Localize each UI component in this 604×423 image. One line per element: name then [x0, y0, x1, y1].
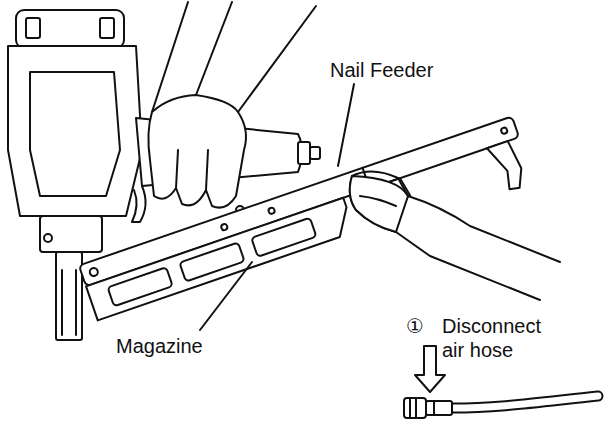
magazine-cutout	[108, 267, 173, 306]
callout-number: ①	[406, 314, 436, 338]
part-label: Nail Feeder	[330, 58, 490, 82]
trigger	[132, 186, 146, 222]
leader-line	[338, 84, 354, 166]
top-cap	[16, 10, 124, 48]
magazine-cutout	[179, 242, 244, 281]
coupler-ridge	[415, 398, 417, 418]
part-label: Magazine	[116, 334, 256, 358]
magazine-screw	[89, 267, 99, 277]
magazine-hole	[500, 127, 508, 135]
arm-outline	[196, 2, 232, 95]
hand	[350, 171, 560, 300]
nose-screw	[44, 234, 52, 242]
hose-coupler	[426, 401, 452, 415]
magazine-hole	[268, 207, 276, 215]
nose-detail	[61, 270, 63, 335]
magazine-cutout	[251, 218, 316, 257]
gun-body	[8, 46, 142, 216]
magazine-end-hook	[487, 140, 527, 194]
magazine-rail	[79, 116, 519, 286]
hose-coupler	[404, 398, 426, 418]
arm-outline	[238, 6, 316, 112]
finger-line	[360, 196, 396, 206]
air-fitting	[310, 147, 320, 159]
coupler-ridge	[433, 401, 435, 415]
hand	[350, 176, 408, 232]
nose-guide	[56, 252, 82, 340]
air-hose	[452, 396, 598, 408]
finger-line	[176, 150, 178, 188]
body-panel	[30, 72, 120, 196]
hand	[148, 95, 246, 208]
cap-detail	[26, 18, 40, 38]
nose-detail	[75, 270, 77, 335]
down-arrow	[415, 346, 445, 392]
magazine-hole	[220, 223, 228, 231]
nose-housing	[40, 216, 102, 252]
cap-detail	[100, 18, 114, 38]
finger-line	[206, 150, 208, 190]
coupler-ridge	[409, 398, 411, 418]
arm-outline	[152, 2, 188, 112]
air-hose	[452, 396, 598, 408]
step-instruction: Disconnect air hose	[442, 314, 564, 362]
air-fitting	[298, 142, 310, 164]
leader-line	[200, 262, 252, 330]
